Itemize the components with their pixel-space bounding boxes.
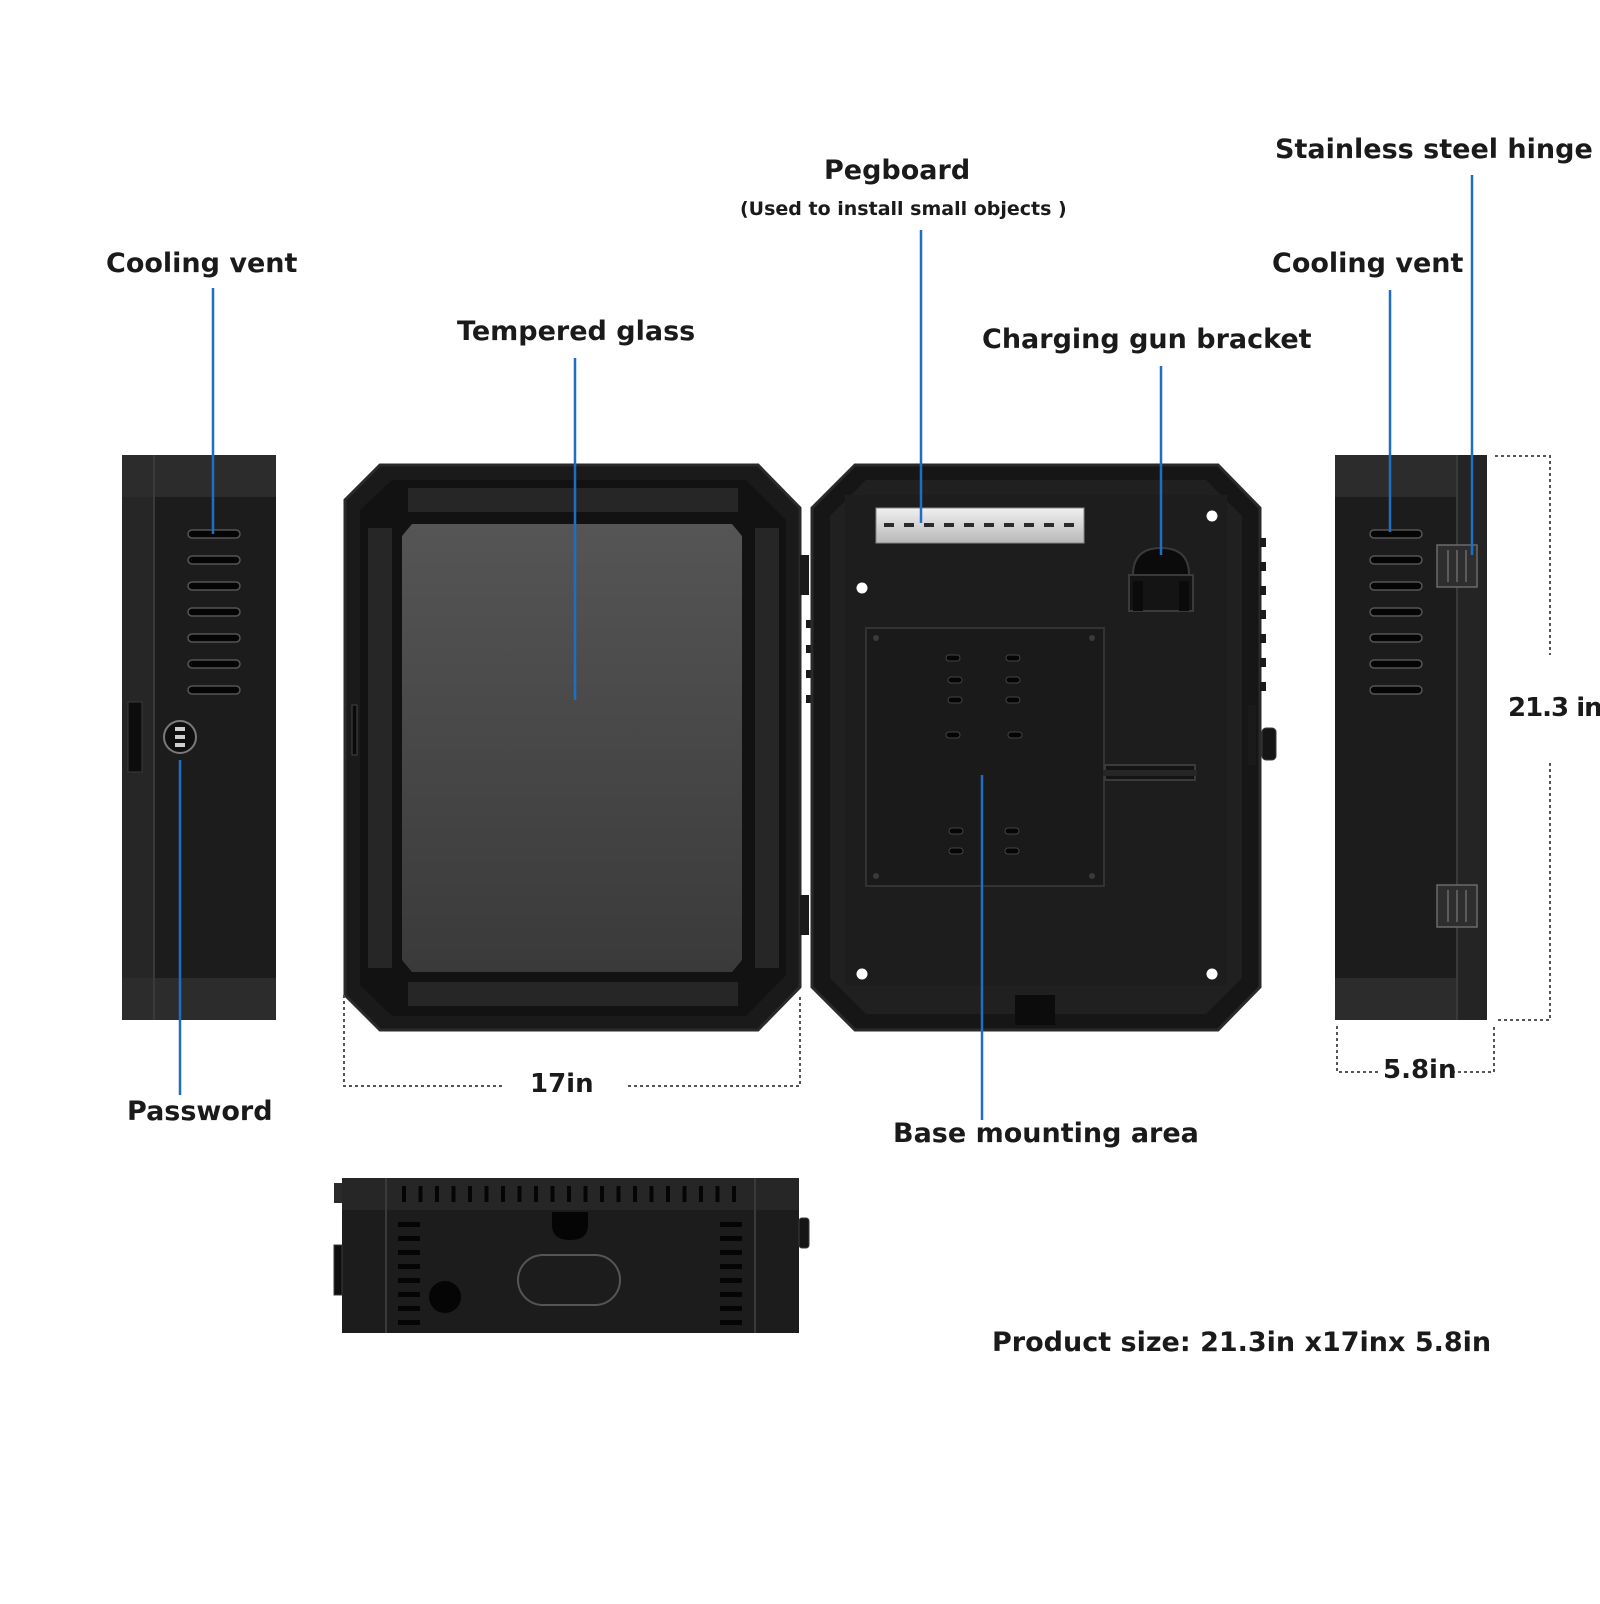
- password-lock-icon: [163, 720, 197, 754]
- vent-slot: [633, 1186, 637, 1202]
- vent-slot: [715, 1186, 720, 1202]
- left-side-view: [122, 455, 276, 1020]
- vent-slot: [567, 1186, 571, 1202]
- vent-slot: [418, 1186, 423, 1202]
- vent-slot: [501, 1186, 505, 1202]
- vent-slot: [468, 1186, 472, 1202]
- label-base-mounting-area: Base mounting area: [893, 1118, 1199, 1149]
- dimension-depth-label: 5.8in: [1383, 1055, 1457, 1085]
- charging-gun-bracket: [1128, 546, 1194, 612]
- vent-slot: [682, 1186, 687, 1202]
- vent-slot: [649, 1186, 654, 1202]
- vent-slot: [732, 1186, 736, 1202]
- vent-slot: [600, 1186, 604, 1202]
- bottom-view: [333, 1178, 810, 1333]
- label-stainless-steel-hinge: Stainless steel hinge: [1275, 134, 1593, 165]
- base-mounting-plate: [865, 627, 1105, 887]
- height-dim-bottom: [1495, 763, 1551, 1021]
- side-bracket: [1103, 764, 1197, 781]
- width-dim-left: [343, 995, 504, 1087]
- front-glass-door: [343, 463, 812, 1032]
- cabinet-interior: [810, 463, 1277, 1032]
- dimension-lines: [343, 455, 1551, 1087]
- depth-dim-left: [1336, 1026, 1381, 1073]
- vent-slot: [484, 1186, 489, 1202]
- leader-lines: [178, 175, 1474, 1120]
- label-cooling-vent-left: Cooling vent: [106, 248, 298, 279]
- vent-slot: [534, 1186, 538, 1202]
- label-pegboard-note: (Used to install small objects ): [740, 198, 1067, 220]
- right-cooling-vent: [1369, 529, 1423, 695]
- vent-slot: [435, 1186, 439, 1202]
- pegboard-rail: [875, 507, 1085, 544]
- vent-slot: [402, 1186, 406, 1202]
- vent-slot: [517, 1186, 522, 1202]
- right-side-view: [1335, 455, 1487, 1020]
- label-password: Password: [127, 1096, 273, 1127]
- vent-slot: [666, 1186, 670, 1202]
- label-pegboard: Pegboard: [824, 155, 971, 186]
- dimension-width-label: 17in: [530, 1069, 594, 1099]
- vent-slot: [699, 1186, 703, 1202]
- vent-slot: [616, 1186, 621, 1202]
- left-cooling-vent: [187, 529, 241, 695]
- dimension-height-label: 21.3 in: [1508, 693, 1600, 723]
- label-charging-gun-bracket: Charging gun bracket: [982, 324, 1312, 355]
- product-size-text: Product size: 21.3in x17inx 5.8in: [992, 1327, 1492, 1358]
- vent-slot: [451, 1186, 456, 1202]
- vent-slot: [583, 1186, 588, 1202]
- tempered-glass-panel: [402, 524, 742, 972]
- stainless-hinge: [1436, 544, 1478, 928]
- depth-dim-right: [1452, 1026, 1495, 1073]
- height-dim-top: [1495, 455, 1551, 655]
- label-tempered-glass: Tempered glass: [457, 316, 696, 347]
- label-cooling-vent-right: Cooling vent: [1272, 248, 1464, 279]
- vent-slot: [550, 1186, 555, 1202]
